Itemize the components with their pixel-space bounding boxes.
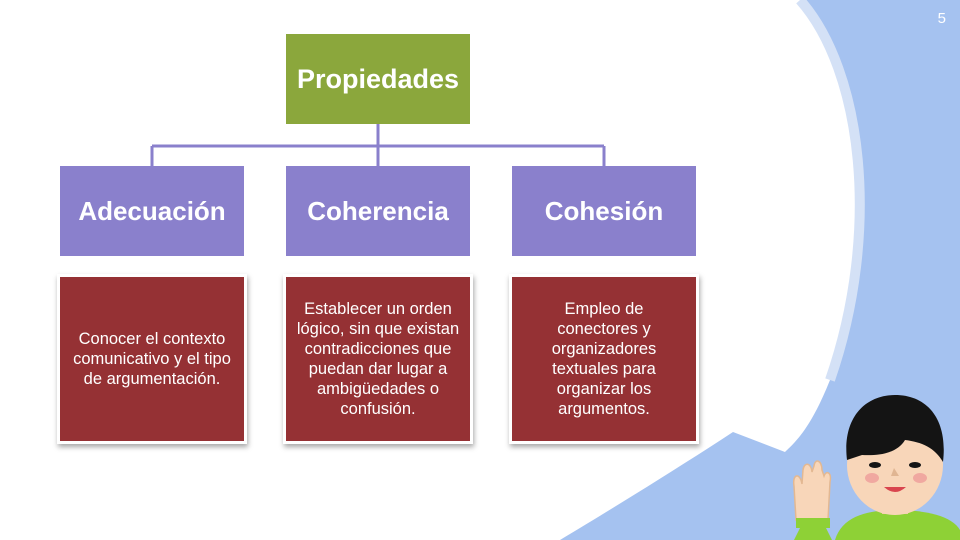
branch-node-label: Cohesión xyxy=(544,195,664,226)
branch-node-label: Adecuación xyxy=(78,195,226,226)
description-coherencia: Establecer un orden lógico, sin que exis… xyxy=(283,274,473,444)
description-text: Establecer un orden lógico, sin que exis… xyxy=(296,300,460,418)
root-node-label: Propiedades xyxy=(296,63,460,94)
description-adecuacion: Conocer el contexto comunicativo y el ti… xyxy=(57,274,247,444)
description-text: Conocer el contexto comunicativo y el ti… xyxy=(73,330,231,388)
description-cohesion: Empleo de conectores y organizadores tex… xyxy=(509,274,699,444)
description-text: Empleo de conectores y organizadores tex… xyxy=(551,300,657,418)
waving-child-illustration xyxy=(792,395,960,540)
slide-number: 5 xyxy=(937,10,946,27)
branch-node-cohesion: Cohesión xyxy=(512,166,696,256)
root-node-propiedades: Propiedades xyxy=(286,34,470,124)
branch-node-label: Coherencia xyxy=(307,195,449,226)
branch-node-adecuacion: Adecuación xyxy=(60,166,244,256)
branch-node-coherencia: Coherencia xyxy=(286,166,470,256)
